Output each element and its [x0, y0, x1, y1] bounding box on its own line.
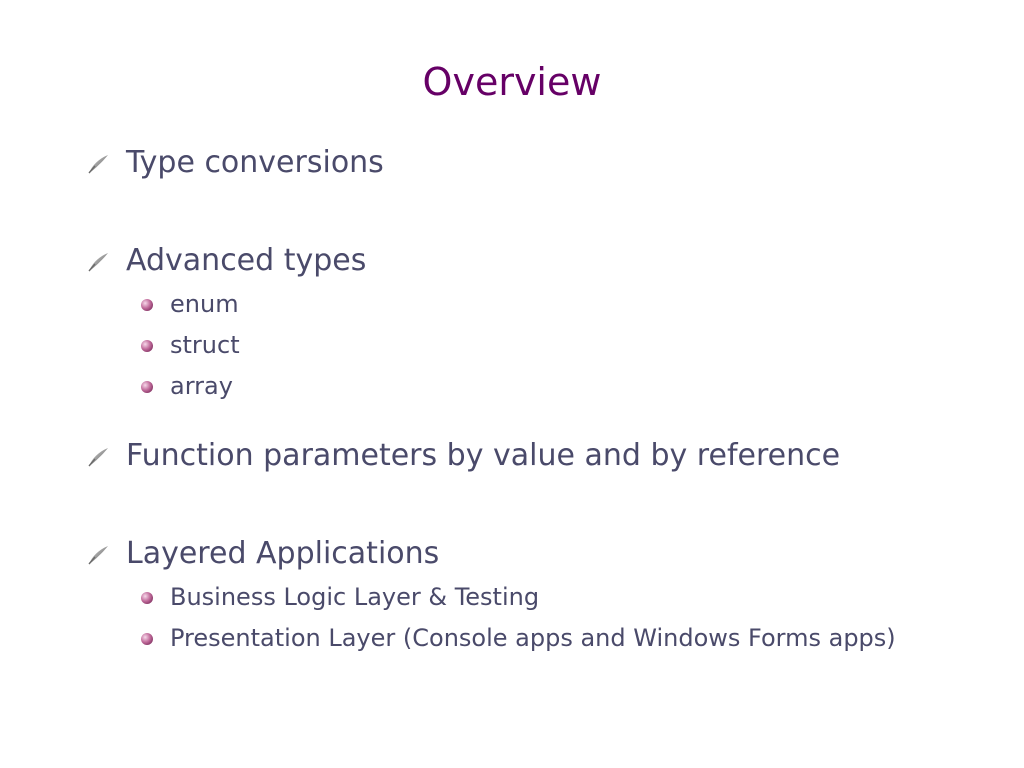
sub-bullet-item: struct — [140, 325, 986, 366]
sphere-bullet-icon — [140, 591, 154, 605]
bullet-list: Type conversions Advanced — [86, 140, 986, 659]
sphere-bullet-icon — [140, 298, 154, 312]
sub-bullet-list: Business Logic Layer & Testing — [86, 577, 986, 659]
bullet-item: Advanced types — [86, 238, 986, 284]
sub-bullet-text: Presentation Layer (Console apps and Win… — [170, 624, 896, 652]
quill-bullet-icon — [86, 152, 110, 176]
sub-bullet-item: Presentation Layer (Console apps and Win… — [140, 618, 986, 659]
bullet-item: Layered Applications — [86, 531, 986, 577]
sphere-bullet-icon — [140, 380, 154, 394]
sub-bullet-text: enum — [170, 290, 239, 318]
sub-bullet-text: struct — [170, 331, 240, 359]
quill-bullet-icon — [86, 543, 110, 567]
slide-title: Overview — [422, 60, 602, 104]
bullet-text: Type conversions — [126, 145, 384, 180]
sphere-bullet-icon — [140, 339, 154, 353]
bullet-item: Type conversions — [86, 140, 986, 186]
sub-bullet-list: enum struct — [86, 284, 986, 407]
bullet-item: Function parameters by value and by refe… — [86, 433, 986, 479]
sub-bullet-text: Business Logic Layer & Testing — [170, 583, 540, 611]
sub-bullet-item: enum — [140, 284, 986, 325]
sphere-bullet-icon — [140, 632, 154, 646]
sub-bullet-item: Business Logic Layer & Testing — [140, 577, 986, 618]
quill-bullet-icon — [86, 250, 110, 274]
quill-bullet-icon — [86, 445, 110, 469]
bullet-text: Layered Applications — [126, 536, 440, 571]
bullet-text: Advanced types — [126, 243, 367, 278]
sub-bullet-text: array — [170, 372, 233, 400]
sub-bullet-item: array — [140, 366, 986, 407]
bullet-text: Function parameters by value and by refe… — [126, 438, 841, 473]
